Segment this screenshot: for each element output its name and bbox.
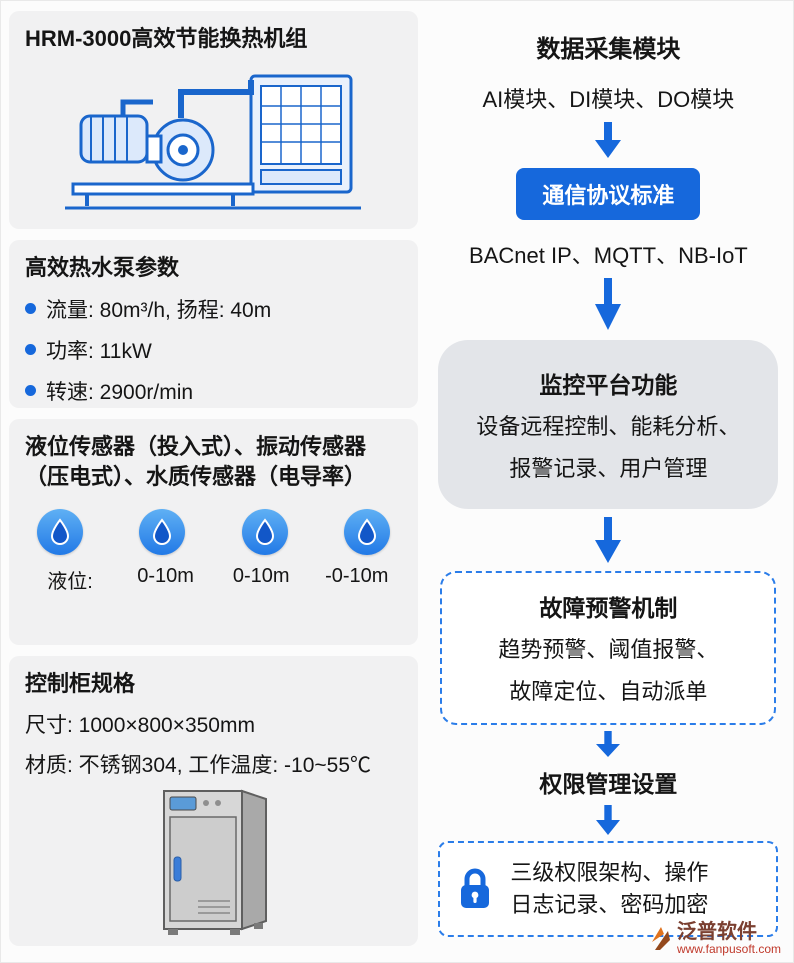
pump-params-card: 高效热水泵参数 流量: 80m³/h, 扬程: 40m 功率: 11kW 转速:…: [9, 240, 418, 408]
param-row: 流量: 80m³/h, 扬程: 40m: [25, 294, 402, 324]
down-arrow-icon: [595, 278, 622, 330]
monitor-box-line2: 报警记录、用户管理: [509, 455, 708, 481]
param-speed: 转速: 2900r/min: [46, 380, 194, 404]
warning-box-title: 故障预警机制: [539, 595, 678, 622]
monitor-box-title: 监控平台功能: [539, 372, 678, 398]
lock-icon: [461, 868, 490, 908]
protocol-standard-button: 通信协议标准: [516, 168, 701, 220]
sensor-label: -0-10m: [325, 565, 389, 588]
flow-column: 数据采集模块 AI模块、DI模块、DO模块 通信协议标准 BACnet IP、M…: [432, 11, 785, 954]
fault-warning-box: 故障预警机制 趋势预警、阈值报警、 故障定位、自动派单: [440, 571, 777, 725]
sensors-card: 液位传感器（投入式）、振动传感器（压电式）、水质传感器（电导率） 液位: 0-1…: [9, 419, 418, 645]
sensor-label: 0-10m: [137, 565, 194, 588]
permission-box-text: 三级权限架构、操作 日志记录、密码加密: [510, 857, 708, 921]
sensor-label-row: 液位: 0-10m 0-10m -0-10m: [25, 565, 402, 594]
sensor-label: 液位:: [47, 571, 93, 594]
sensor-icon-row: [25, 509, 402, 556]
param-power: 功率: 11kW: [46, 339, 152, 363]
permission-box-line2: 日志记录、密码加密: [510, 891, 709, 917]
sensors-title: 液位传感器（投入式）、振动传感器（压电式）、水质传感器（电导率）: [25, 434, 367, 489]
down-arrow-icon: [595, 517, 622, 564]
product-title: HRM-3000高效节能换热机组: [25, 26, 308, 51]
down-arrow-icon: [596, 804, 621, 835]
pump-unit-icon: [65, 74, 362, 210]
fanpu-logo-icon: [651, 927, 670, 951]
sensor-label: 0-10m: [232, 565, 290, 588]
down-arrow-icon: [596, 730, 621, 757]
monitor-platform-box: 监控平台功能 设备远程控制、能耗分析、 报警记录、用户管理: [438, 340, 779, 510]
param-row: 功率: 11kW: [25, 335, 402, 365]
permission-box-line1: 三级权限架构、操作: [510, 859, 709, 885]
cabinet-card: 控制柜规格 尺寸: 1000×800×350mm 材质: 不锈钢304, 工作温…: [9, 656, 418, 946]
water-drop-icon: [139, 509, 186, 556]
cabinet-title: 控制柜规格: [25, 671, 136, 696]
param-flow: 流量: 80m³/h, 扬程: 40m: [46, 298, 272, 322]
watermark-url: www.fanpusoft.com: [676, 941, 781, 956]
cabinet-material: 材质: 不锈钢304, 工作温度: -10~55℃: [25, 753, 372, 777]
cabinet-illustration: [25, 785, 402, 937]
water-drop-icon: [343, 509, 390, 556]
warning-box-line2: 故障定位、自动派单: [509, 679, 708, 705]
monitor-box-line1: 设备远程控制、能耗分析、: [476, 414, 741, 439]
pump-params-title: 高效热水泵参数: [25, 255, 180, 280]
water-drop-icon: [37, 509, 83, 556]
watermark-text: 泛普软件 www.fanpusoft.com: [677, 921, 781, 956]
watermark-link[interactable]: 泛普软件 www.fanpusoft.com: [649, 921, 781, 956]
water-drop-icon: [241, 509, 288, 556]
data-module-title: 数据采集模块: [536, 36, 681, 63]
bullet-icon: [25, 385, 36, 397]
left-column: HRM-3000高效节能换热机组: [9, 11, 418, 954]
down-arrow-icon: [595, 122, 622, 158]
watermark-brand: 泛普软件: [676, 920, 757, 943]
cabinet-size: 尺寸: 1000×800×350mm: [25, 713, 255, 737]
product-card: HRM-3000高效节能换热机组: [9, 11, 418, 229]
warning-box-line1: 趋势预警、阈值报警、: [498, 637, 719, 663]
protocol-subtitle: BACnet IP、MQTT、NB-IoT: [469, 243, 748, 268]
control-cabinet-icon: [163, 789, 268, 935]
pump-illustration: [25, 58, 402, 216]
data-module-subtitle: AI模块、DI模块、DO模块: [482, 87, 735, 112]
bullet-icon: [25, 303, 36, 315]
param-row: 转速: 2900r/min: [25, 376, 402, 406]
bullet-icon: [25, 344, 36, 356]
permission-title: 权限管理设置: [539, 770, 678, 797]
permission-box: 三级权限架构、操作 日志记录、密码加密: [438, 840, 779, 937]
